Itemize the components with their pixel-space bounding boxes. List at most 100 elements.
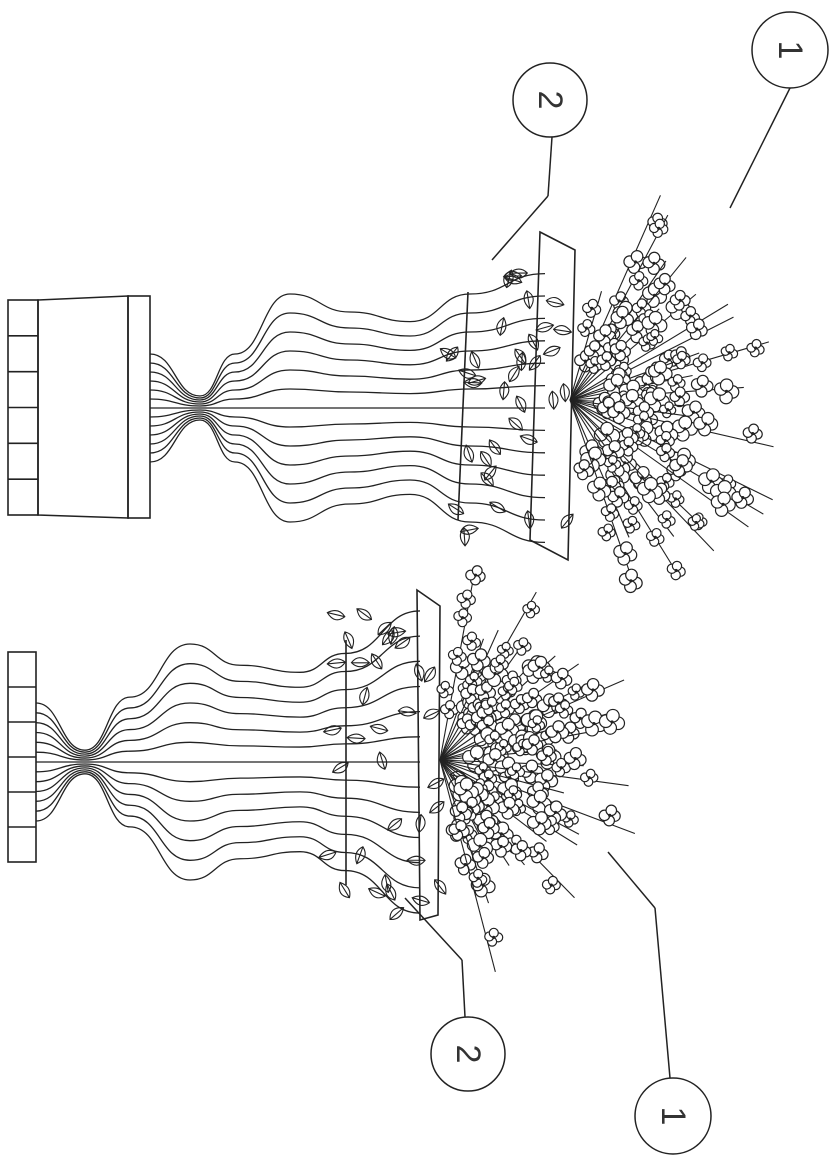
blossom (436, 680, 455, 699)
petal (547, 875, 558, 886)
blossom-center (537, 800, 541, 804)
flute-line (35, 660, 421, 755)
leaf (496, 316, 507, 337)
vase-bottom (7, 565, 636, 973)
petal (533, 842, 545, 854)
flute-line (35, 765, 421, 813)
blossom-center (473, 757, 477, 761)
blossom-center (591, 688, 595, 692)
leader-line (729, 87, 791, 209)
petal (483, 715, 495, 727)
blossom (496, 641, 514, 659)
blossom (596, 351, 617, 372)
blossom-center (463, 863, 467, 867)
flute-line (35, 769, 421, 864)
petal (599, 324, 612, 337)
flute-line (149, 384, 546, 407)
blossom (731, 486, 755, 509)
petal (648, 310, 663, 325)
leaf (369, 723, 389, 735)
blossom-center (614, 384, 618, 388)
petal (615, 339, 627, 352)
blossom-center (574, 690, 578, 694)
blossom-center (562, 707, 566, 711)
petal (738, 486, 751, 499)
petal (585, 768, 596, 779)
blossom-center (464, 597, 468, 601)
leaf (519, 434, 538, 445)
blossom-center (511, 684, 516, 688)
blossom-center (657, 226, 661, 230)
blossom-center (727, 351, 731, 355)
leaf (463, 378, 483, 389)
blossom (550, 667, 573, 690)
blossom (527, 715, 546, 734)
blossom-center (499, 832, 503, 836)
blossom-center (640, 418, 644, 422)
blossom (573, 459, 595, 481)
leaf (415, 813, 426, 834)
blossom-center (645, 341, 649, 345)
petal (678, 415, 693, 430)
vase-bottom-rim (416, 588, 441, 922)
blossom-center (590, 306, 594, 310)
blossom-center (470, 639, 474, 643)
blossom-center (477, 658, 481, 662)
blossom-center (460, 616, 465, 620)
blossom-center (459, 810, 463, 815)
blossom (581, 710, 607, 737)
petal (629, 496, 640, 507)
blossom (466, 648, 491, 672)
leaf (552, 325, 573, 336)
leaf (376, 751, 388, 770)
leaf (389, 907, 405, 921)
blossom (648, 218, 669, 239)
blossom (453, 608, 473, 628)
blossom-center (618, 348, 622, 353)
petal (615, 291, 627, 302)
petal (471, 565, 483, 577)
petal (653, 360, 667, 374)
blossom-center (630, 399, 634, 404)
leaf (524, 510, 535, 530)
blossom (609, 339, 631, 362)
blossom-center (547, 672, 551, 676)
blossom-center (626, 444, 630, 449)
blossom (648, 360, 673, 386)
blossom (510, 840, 532, 862)
blossom-center (610, 720, 614, 724)
leaf (445, 346, 459, 362)
petal (541, 768, 554, 782)
leaf (427, 777, 445, 790)
blossom-center (584, 326, 588, 330)
leaf (545, 296, 565, 308)
vase-top-leaves (439, 268, 574, 547)
petal (658, 272, 671, 285)
leader-line (404, 897, 463, 961)
blossom-center (629, 579, 633, 583)
blossom-center (555, 730, 560, 734)
leaf (326, 658, 346, 669)
blossom-center (529, 608, 533, 612)
blossom-center (678, 395, 682, 399)
blossom-center (666, 408, 670, 412)
blossom-center (476, 876, 480, 881)
blossom-center (486, 776, 490, 781)
leaf (489, 501, 506, 514)
blossom-center (511, 792, 515, 796)
petal (672, 374, 683, 384)
blossom-center (652, 322, 657, 326)
callout-circle (512, 62, 588, 138)
petal (689, 400, 702, 414)
blossom (527, 842, 549, 864)
callout-circle (634, 1077, 712, 1155)
blossom (462, 631, 482, 651)
blossom (581, 677, 605, 702)
callout-bottom-2: 2 (404, 897, 506, 1092)
petal (474, 648, 488, 661)
blossom-center (605, 530, 609, 534)
flower-stem (439, 759, 629, 787)
blossom-center (460, 666, 464, 670)
blossom (587, 476, 612, 502)
